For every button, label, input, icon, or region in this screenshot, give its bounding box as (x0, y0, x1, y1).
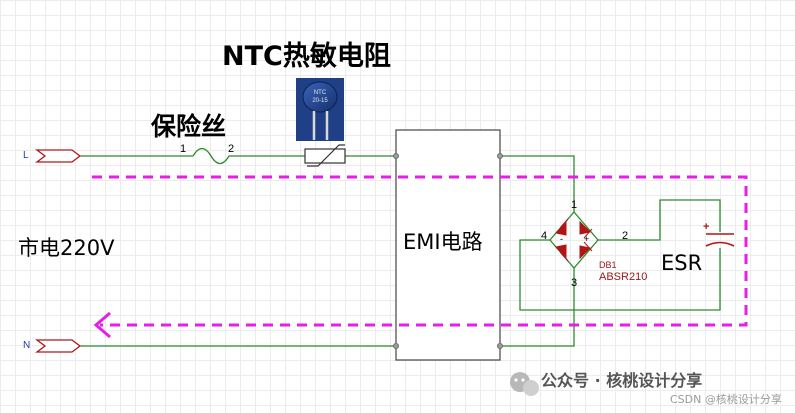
emi-pins (392, 152, 503, 349)
ntc-symbol (304, 144, 346, 167)
bridge-part: ABSR210 (599, 271, 648, 283)
bridge-pin-4: 4 (541, 230, 548, 242)
bridge-ref: DB1 (599, 260, 617, 270)
ntc-print-line2: 20-15 (312, 98, 328, 104)
port-l-flag (35, 149, 82, 163)
port-n-flag (35, 339, 82, 353)
current-arrow-head (93, 311, 111, 339)
ntc-photo (296, 78, 344, 141)
bridge-pin-2: 2 (622, 230, 629, 242)
bridge-pin-1: 1 (571, 199, 578, 211)
watermark-text: 公众号 · 核桃设计分享 (541, 371, 703, 390)
port-l-label: L (23, 150, 29, 161)
capacitor (705, 233, 735, 247)
current-path (92, 175, 748, 327)
wires (80, 155, 721, 347)
csdn-watermark: CSDN @核桃设计分享 (670, 393, 782, 406)
port-n-label: N (23, 340, 31, 351)
diagram-title: NTC热敏电阻 (222, 41, 391, 72)
bridge-pin-3: 3 (571, 277, 578, 289)
fuse-pin-2: 2 (228, 143, 235, 155)
mains-label: 市电220V (18, 236, 115, 260)
fuse-pin-1: 1 (180, 143, 187, 155)
wechat-icon (510, 372, 539, 396)
bridge-rectifier (549, 211, 599, 269)
fuse-label: 保险丝 (151, 112, 227, 141)
esr-label: ESR (661, 251, 703, 275)
emi-label: EMI电路 (403, 230, 483, 254)
emi-box (395, 129, 501, 361)
fuse-symbol (192, 147, 230, 165)
bridge-plus-sign: + (584, 234, 590, 244)
ntc-print-line1: NTC (313, 90, 327, 96)
capacitor-plus: + (703, 221, 710, 233)
bridge-minus-sign: - (560, 234, 563, 244)
